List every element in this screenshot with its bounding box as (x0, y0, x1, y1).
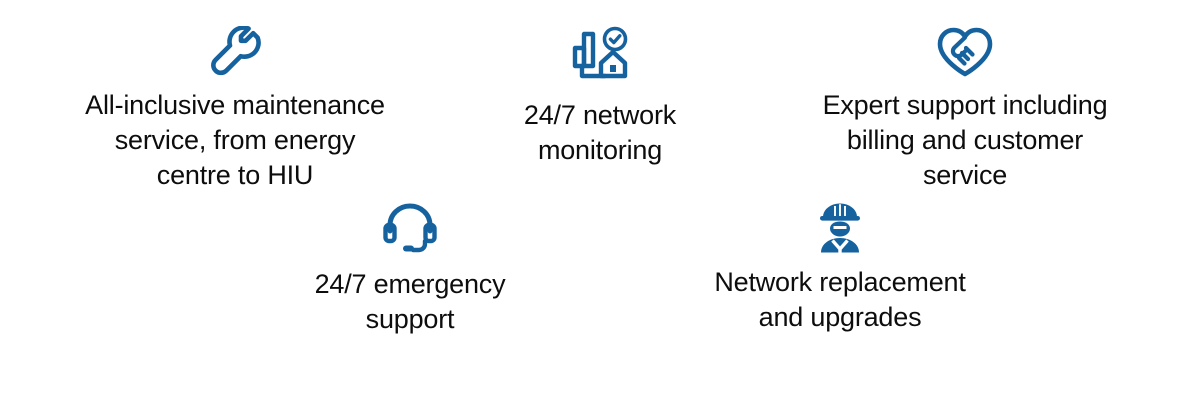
feature-item-expert-support: Expert support including billing and cus… (765, 26, 1165, 193)
network-monitoring-icon (571, 26, 629, 82)
feature-label-emergency-support: 24/7 emergency support (314, 269, 506, 334)
feature-label-maintenance: All-inclusive maintenance service, from … (85, 90, 385, 190)
headset-icon (383, 201, 437, 253)
feature-item-emergency-support: 24/7 emergency support (200, 201, 620, 337)
feature-item-monitoring: 24/7 network monitoring (435, 26, 765, 168)
features-row-top: All-inclusive maintenance service, from … (0, 0, 1200, 193)
feature-item-network-replacement: Network replacement and upgrades (630, 201, 1050, 335)
feature-label-expert-support: Expert support including billing and cus… (822, 90, 1108, 190)
feature-label-network-replacement: Network replacement and upgrades (714, 267, 966, 332)
handshake-heart-icon (935, 26, 995, 78)
construction-worker-icon (816, 201, 864, 255)
feature-label-monitoring: 24/7 network monitoring (523, 100, 677, 165)
wrench-icon (209, 25, 261, 78)
features-row-bottom: 24/7 emergency support (0, 193, 1200, 337)
feature-item-maintenance: All-inclusive maintenance service, from … (35, 25, 435, 193)
